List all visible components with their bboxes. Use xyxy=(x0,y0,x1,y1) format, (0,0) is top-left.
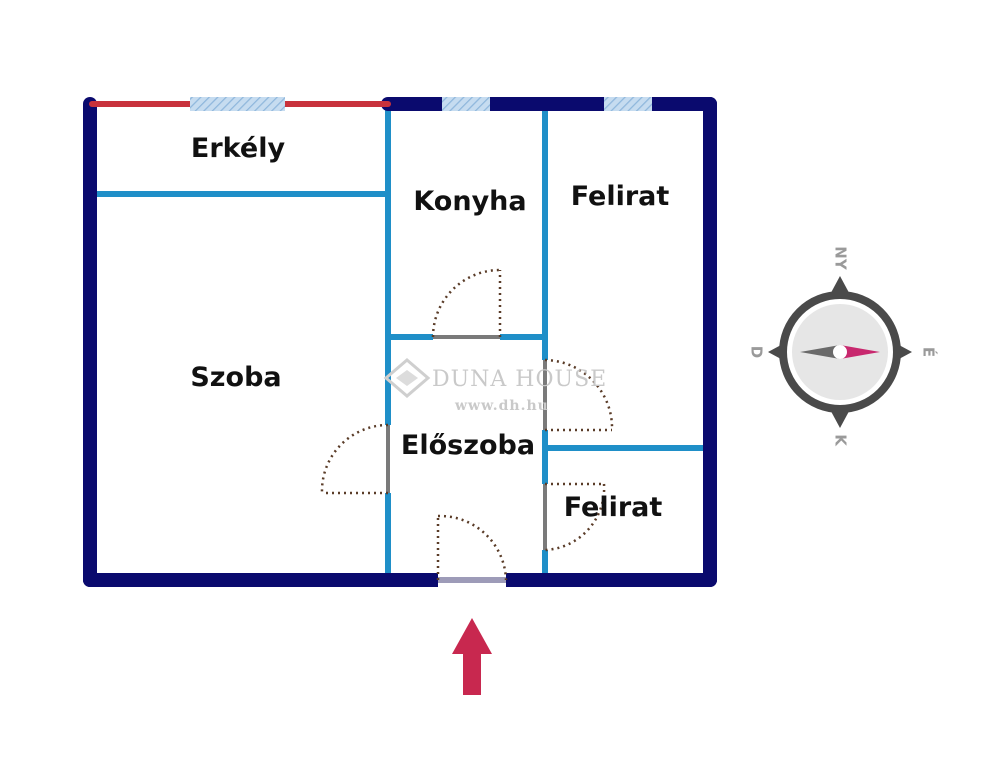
watermark-logo-icon xyxy=(383,358,431,398)
door-felirat-lower xyxy=(541,482,606,552)
label-felirat-upper: Felirat xyxy=(571,181,670,212)
label-eloszoba: Előszoba xyxy=(401,430,535,461)
label-felirat-lower: Felirat xyxy=(564,492,663,523)
room-labels: Erkély Konyha Felirat Szoba Előszoba Fel… xyxy=(190,133,669,523)
compass: NY É K D xyxy=(748,246,939,447)
door-felirat-upper xyxy=(541,358,614,432)
window-balcony xyxy=(190,97,285,111)
compass-north: NY xyxy=(832,246,850,271)
doors xyxy=(320,268,614,588)
door-entrance xyxy=(436,514,508,588)
label-erkely: Erkély xyxy=(191,133,286,164)
label-szoba: Szoba xyxy=(190,362,281,393)
outer-walls xyxy=(83,97,717,587)
compass-needle-icon xyxy=(800,345,880,359)
windows xyxy=(190,97,652,111)
entrance-arrow-icon xyxy=(452,618,492,695)
compass-south: K xyxy=(832,434,850,447)
label-konyha: Konyha xyxy=(413,186,526,217)
inner-walls xyxy=(89,101,711,583)
window-konyha xyxy=(442,97,490,111)
door-szoba xyxy=(320,423,392,495)
watermark: DUNA HOUSE www.dh.hu xyxy=(383,358,607,414)
compass-west: D xyxy=(748,346,766,358)
watermark-brand: DUNA HOUSE xyxy=(432,367,607,392)
compass-east: É xyxy=(920,347,939,357)
window-felirat xyxy=(604,97,652,111)
watermark-url: www.dh.hu xyxy=(454,398,549,414)
door-konyha xyxy=(431,268,502,341)
